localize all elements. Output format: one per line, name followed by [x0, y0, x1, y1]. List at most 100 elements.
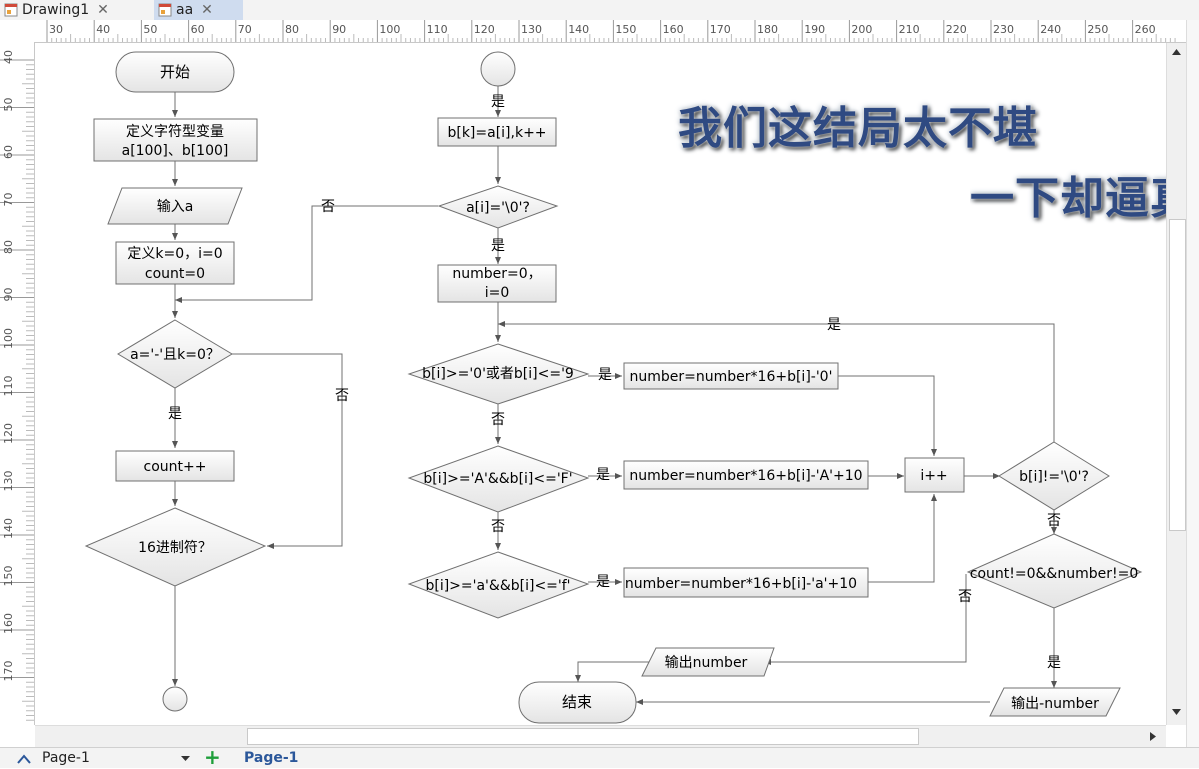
ruler-label: 210: [899, 23, 920, 36]
close-icon[interactable]: ✕: [97, 2, 109, 18]
scroll-right-icon[interactable]: [1148, 731, 1158, 742]
count-number-decision[interactable]: count!=0&&number!=0: [966, 533, 1143, 609]
digit-decision[interactable]: b[i]>='0'或者b[i]<='9: [407, 343, 590, 405]
opAF-label: number=number*16+b[i]-'A'+10: [629, 468, 862, 484]
chevron-down-icon[interactable]: [181, 756, 190, 762]
num-init-label-2: i=0: [485, 285, 510, 301]
not-null-decision[interactable]: b[i]!='\0'?: [998, 441, 1110, 511]
tab-drawing1[interactable]: Drawing1 ✕: [0, 0, 150, 20]
ruler-label: 160: [2, 613, 15, 634]
ruler-label: 250: [1087, 23, 1108, 36]
define-label-2: a[100]、b[100]: [122, 143, 229, 159]
ruler-label: 40: [96, 23, 110, 36]
end-terminator[interactable]: 结束: [518, 681, 637, 724]
ruler-label: 120: [474, 23, 495, 36]
cond1-label: a='-'且k=0？: [130, 347, 220, 363]
input-a-parallelogram[interactable]: 输入a: [107, 187, 243, 225]
digit-calc-process[interactable]: number=number*16+b[i]-'0': [623, 362, 839, 390]
page-tab-page-1[interactable]: Page-1: [244, 750, 299, 766]
caf-upper-label: b[i]>='A'&&b[i]<='F': [423, 471, 572, 487]
horizontal-scrollbar[interactable]: [35, 725, 1166, 747]
output-number-parallelogram[interactable]: 输出number: [641, 647, 775, 677]
lower-hex-decision[interactable]: b[i]>='a'&&b[i]<='f': [407, 551, 590, 619]
yes-label: 是: [168, 406, 182, 422]
ruler-label: 110: [427, 23, 448, 36]
cond-end-label: a[i]='\0'?: [466, 200, 530, 216]
out-neg-label: 输出-number: [1011, 696, 1099, 712]
hex-char-decision[interactable]: 16进制符？: [84, 507, 267, 587]
assign-label: b[k]=a[i],k++: [447, 125, 546, 141]
add-page-button[interactable]: +: [204, 745, 221, 769]
vertical-scrollbar[interactable]: [1166, 43, 1186, 725]
scroll-down-icon[interactable]: [1171, 707, 1182, 717]
yes-label: 是: [491, 94, 505, 110]
yes-label: 是: [596, 467, 610, 483]
ruler-label: 260: [1135, 23, 1156, 36]
ruler-label: 50: [143, 23, 157, 36]
chevron-up-icon[interactable]: [16, 753, 32, 765]
ruler-label: 190: [804, 23, 825, 36]
ruler-label: 90: [2, 288, 15, 302]
upper-hex-calc-process[interactable]: number=number*16+b[i]-'A'+10: [623, 460, 869, 490]
ruler-label: 70: [2, 193, 15, 207]
ruler-label: 140: [2, 518, 15, 539]
ruler-label: 170: [710, 23, 731, 36]
num-init-label-1: number=0，: [452, 266, 541, 282]
no-label: 否: [491, 519, 505, 535]
drawing-file-icon: [4, 3, 18, 17]
increment-i-process[interactable]: i++: [904, 457, 965, 493]
connector-circle-right[interactable]: [480, 51, 516, 87]
yes-label: 是: [1047, 655, 1061, 671]
inc-label: i++: [920, 468, 947, 484]
ruler-label: 140: [568, 23, 589, 36]
define-variables-process[interactable]: 定义字符型变量 a[100]、b[100]: [93, 118, 258, 162]
no-label: 否: [958, 589, 972, 605]
ruler-label: 120: [2, 423, 15, 444]
page-bar: Page-1 + Page-1: [0, 745, 1199, 769]
yes-label: 是: [598, 367, 612, 383]
input-label: 输入a: [157, 199, 194, 215]
minus-sign-decision[interactable]: a='-'且k=0？: [117, 319, 233, 389]
ruler-label: 30: [49, 23, 63, 36]
lower-hex-calc-process[interactable]: number=number*16+b[i]-'a'+10: [623, 567, 869, 598]
tab-label: aa: [176, 2, 194, 18]
connector-circle-left[interactable]: [162, 686, 188, 712]
string-end-decision[interactable]: a[i]='\0'?: [437, 185, 559, 229]
tab-aa[interactable]: aa ✕: [154, 0, 243, 20]
connectors: [172, 86, 1057, 705]
define-label-1: 定义字符型变量: [126, 124, 224, 140]
ruler-label: 220: [946, 23, 967, 36]
ruler-label: 150: [615, 23, 636, 36]
yes-label: 是: [596, 574, 610, 590]
ruler-label: 60: [2, 145, 15, 159]
ruler-label: 170: [2, 661, 15, 682]
start-label: 开始: [160, 63, 190, 81]
horizontal-scroll-thumb[interactable]: [247, 728, 919, 745]
start-terminator[interactable]: 开始: [115, 51, 235, 93]
no-label: 否: [335, 388, 349, 404]
number-init-process[interactable]: number=0， i=0: [437, 264, 557, 303]
init-label-1: 定义k=0，i=0: [127, 246, 222, 262]
ruler-label: 150: [2, 566, 15, 587]
close-icon[interactable]: ✕: [201, 2, 213, 18]
assign-process[interactable]: b[k]=a[i],k++: [437, 117, 557, 147]
init-counters-process[interactable]: 定义k=0，i=0 count=0: [115, 241, 235, 285]
page-select[interactable]: Page-1: [42, 750, 90, 766]
ruler-label: 60: [191, 23, 205, 36]
upper-hex-decision[interactable]: b[i]>='A'&&b[i]<='F': [407, 445, 590, 513]
flowchart[interactable]: 开始 定义字符型变量 a[100]、b[100] 输入a 定义k=0，i=0 c…: [35, 43, 1166, 725]
count-increment-process[interactable]: count++: [115, 450, 235, 482]
document-tab-bar: Drawing1 ✕ aa ✕: [0, 0, 1199, 21]
scroll-up-icon[interactable]: [1171, 47, 1182, 57]
ruler-label: 80: [2, 240, 15, 254]
vertical-scroll-thumb[interactable]: [1169, 219, 1186, 531]
ruler-label: 200: [851, 23, 872, 36]
op09-label: number=number*16+b[i]-'0': [630, 369, 833, 385]
drawing-canvas[interactable]: 开始 定义字符型变量 a[100]、b[100] 输入a 定义k=0，i=0 c…: [35, 43, 1166, 725]
opaf-label: number=number*16+b[i]-'a'+10: [625, 576, 857, 592]
output-negative-parallelogram[interactable]: 输出-number: [989, 687, 1121, 717]
no-label: 否: [491, 412, 505, 428]
